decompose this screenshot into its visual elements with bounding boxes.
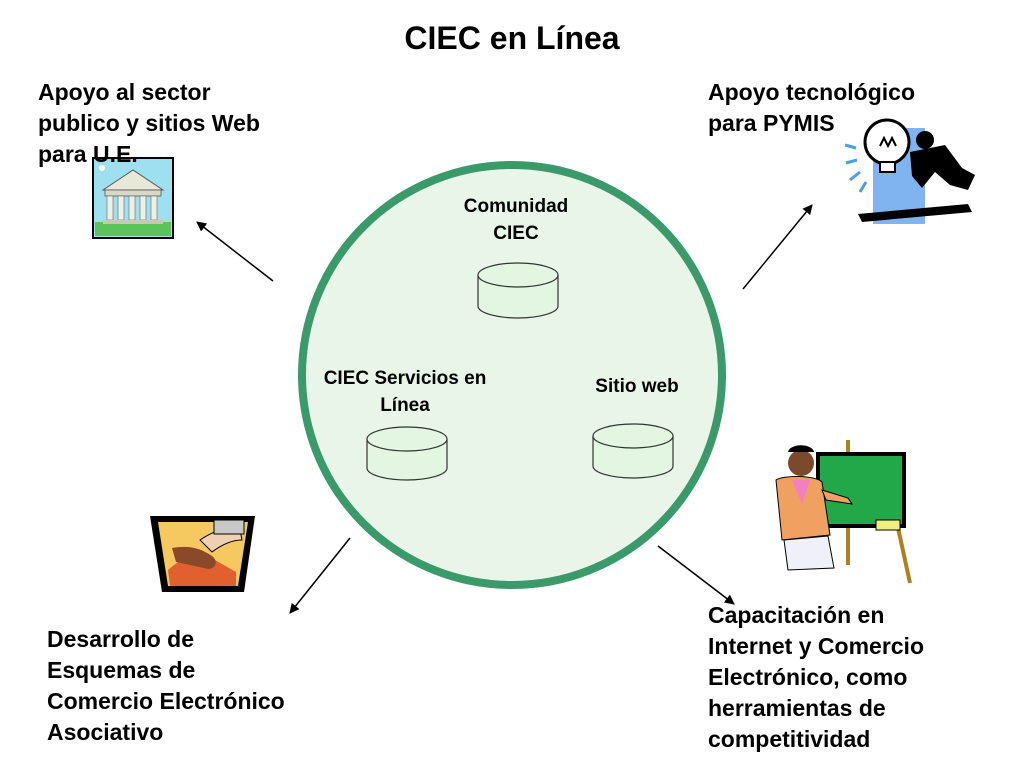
database-icon-comunidad (477, 262, 559, 319)
arrow-top-left (196, 221, 274, 282)
circle-item-servicios: CIEC Servicios en Línea (323, 368, 487, 416)
label-apoyo-sector-publico: Apoyo al sector publico y sitios Web par… (38, 79, 260, 167)
arrow-bottom-left (289, 537, 351, 614)
circle-item-sitio-web: Sitio web (595, 376, 679, 397)
circle-item-comunidad: Comunidad CIEC (463, 196, 569, 244)
database-icon-sitio-web (592, 423, 674, 479)
arrow-bottom-right (657, 545, 735, 605)
database-icon-servicios (366, 426, 448, 481)
label-apoyo-tecnologico: Apoyo tecnológico para PYMIS (708, 79, 915, 136)
handshake-icon (150, 516, 255, 592)
arrow-top-right (742, 204, 813, 290)
teacher-chalkboard-icon (775, 440, 912, 584)
government-building-icon (92, 157, 174, 239)
label-desarrollo-esquemas: Desarrollo de Esquemas de Comercio Elect… (47, 626, 285, 745)
businessman-lightbulb-icon (844, 118, 975, 224)
label-capacitacion: Capacitación en Internet y Comercio Elec… (708, 602, 924, 752)
page-title: CIEC en Línea (404, 20, 620, 56)
